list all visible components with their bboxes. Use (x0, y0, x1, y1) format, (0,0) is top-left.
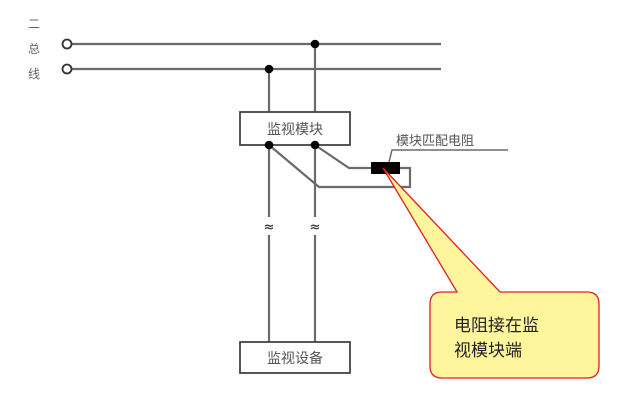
resistor-label: 模块匹配电阻 (396, 134, 474, 149)
bus-label: 二 总 线 (28, 17, 40, 81)
terminal-bottom-icon (61, 63, 73, 75)
break-symbol-left-icon: ≈ (264, 220, 275, 235)
resistor-leader-line (388, 149, 508, 163)
device-box: 监视设备 (239, 341, 351, 374)
callout-text-line-2: 视模块端 (454, 341, 522, 361)
terminal-top-icon (61, 38, 73, 50)
junction-dot-top (310, 39, 320, 49)
resistor-wire-upper (314, 144, 372, 170)
module-box: 监视模块 (239, 111, 351, 146)
resistor-wire-lower (268, 144, 412, 189)
bus-lines (61, 38, 441, 75)
callout-text-line-1: 电阻接在监 (454, 316, 539, 336)
bus-label-char-1: 二 (28, 17, 40, 31)
module-box-frame (239, 111, 351, 146)
bus-label-char-2: 总 (28, 42, 40, 56)
device-box-label: 监视设备 (267, 350, 323, 367)
bus-label-char-3: 线 (28, 67, 40, 81)
callout: 电阻接在监 视模块端 (382, 167, 600, 379)
device-box-frame (239, 341, 351, 374)
module-dot-left (264, 140, 274, 150)
module-dot-right (310, 140, 320, 150)
break-symbol-right-icon: ≈ (310, 220, 321, 235)
callout-bubble (382, 167, 600, 379)
junction-dot-bottom (264, 64, 274, 74)
module-box-label: 监视模块 (267, 122, 323, 138)
resistor-icon (371, 162, 400, 174)
